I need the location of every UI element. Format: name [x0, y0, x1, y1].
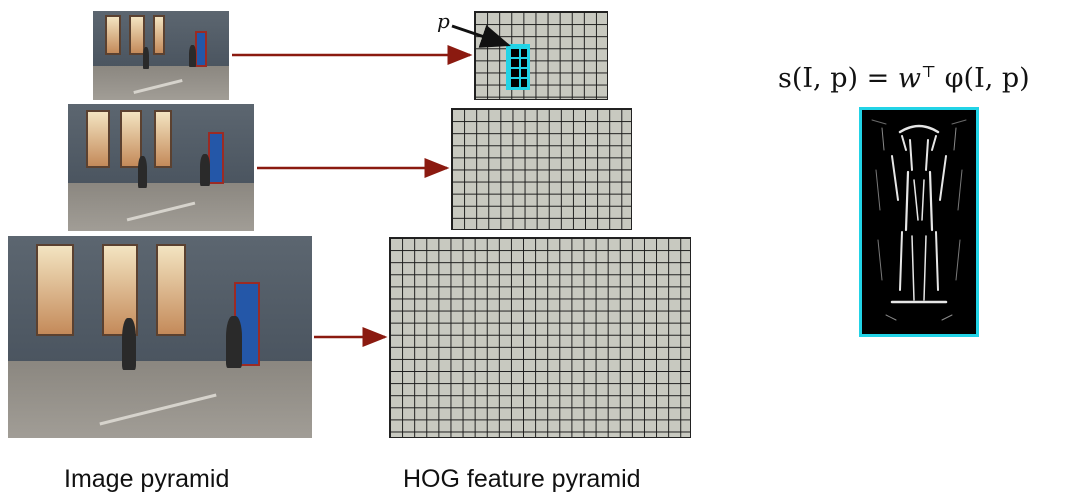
image-small — [93, 11, 229, 100]
formula-equals: = — [866, 63, 890, 94]
image-large — [8, 236, 312, 438]
p-label: p — [437, 9, 450, 33]
formula-transpose: ⊤ — [920, 62, 937, 81]
formula-w: w — [897, 63, 921, 94]
formula-lhs: s(I, p) — [778, 63, 859, 94]
arrow-p — [451, 24, 511, 48]
caption-image-pyramid: Image pyramid — [64, 465, 230, 493]
score-formula: s(I, p) = w⊤ φ(I, p) — [778, 62, 1030, 94]
hog-template-strokes — [871, 119, 967, 321]
formula-phi: φ(I, p) — [944, 63, 1030, 94]
hog-grid-large — [389, 237, 691, 438]
caption-hog-pyramid: HOG feature pyramid — [403, 465, 641, 493]
hog-grid-medium — [451, 108, 632, 230]
detection-window — [506, 44, 530, 90]
image-medium — [68, 104, 254, 231]
hog-template — [859, 107, 979, 337]
